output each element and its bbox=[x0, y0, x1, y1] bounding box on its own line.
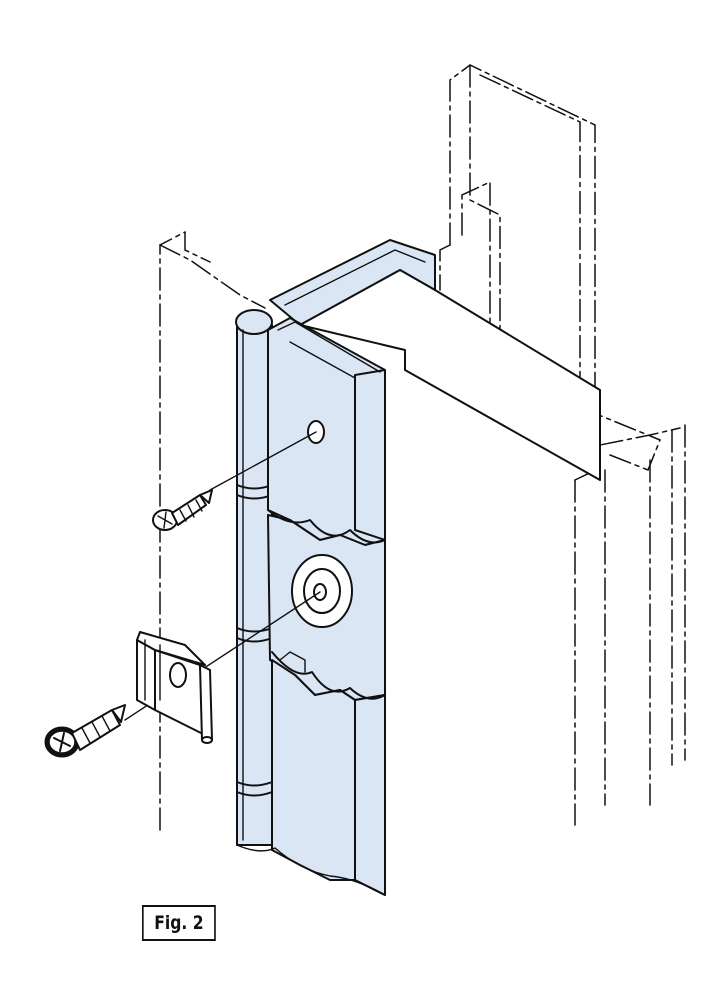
figure-label: Fig. 2 bbox=[142, 905, 216, 941]
upper-screw bbox=[152, 489, 213, 531]
frame-top-flange bbox=[269, 239, 601, 481]
hinge-barrel bbox=[235, 309, 273, 846]
washer-hole bbox=[291, 554, 353, 628]
upper-screw-axis bbox=[209, 431, 317, 491]
lower-screw bbox=[44, 704, 126, 758]
backing-clip bbox=[136, 631, 213, 744]
door-frame-phantom bbox=[159, 64, 686, 831]
